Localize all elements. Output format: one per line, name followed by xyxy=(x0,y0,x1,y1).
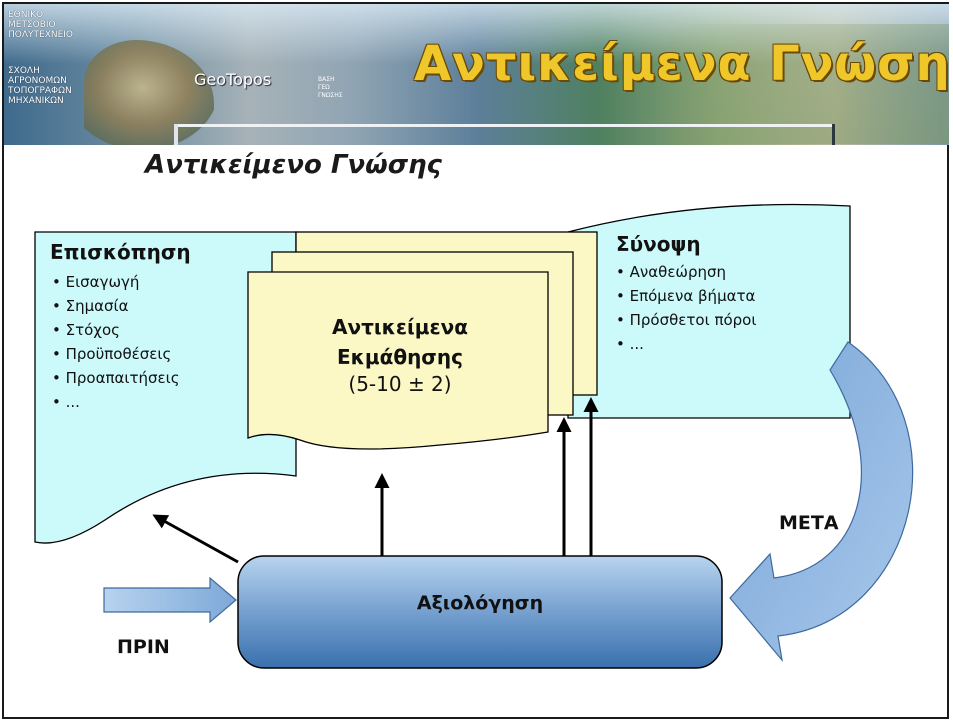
header-banner: ΕΘΝΙΚΟ ΜΕΤΣΟΒΙΟ ΠΟΛΥΤΕΧΝΕΙΟ ΣΧΟΛΗ ΑΓΡΟΝΟ… xyxy=(4,4,949,145)
overview-item: • Προϋποθέσεις xyxy=(52,345,172,363)
summary-item: • Αναθεώρηση xyxy=(616,263,727,281)
school-name: ΣΧΟΛΗ ΑΓΡΟΝΟΜΩΝ ΤΟΠΟΓΡΑΦΩΝ ΜΗΧΑΝΙΚΩΝ xyxy=(8,66,72,106)
knowledge-base-line: ΓΕΩ xyxy=(318,84,330,91)
banner-title: Αντικείμενα Γνώσης xyxy=(414,36,949,92)
university-line: ΠΟΛΥΤΕΧΝΕΙΟ xyxy=(8,30,74,40)
banner-divider-right xyxy=(832,124,835,145)
knowledge-base-line: ΒΑΣΗ xyxy=(318,76,335,83)
geotopos-logo-text: GeoTopos xyxy=(194,70,272,89)
overview-item: • ... xyxy=(52,393,80,411)
university-line: ΜΕΤΣΟΒΙΟ xyxy=(8,20,56,30)
university-line: ΕΘΝΙΚΟ xyxy=(8,10,44,20)
summary-document-shape xyxy=(567,203,851,419)
summary-item: • Επόμενα βήματα xyxy=(616,287,756,305)
overview-item: • Εισαγωγή xyxy=(52,273,140,291)
arrow-to-overview xyxy=(152,514,239,564)
before-arrow xyxy=(103,576,237,624)
summary-item: • Πρόσθετοι πόροι xyxy=(616,311,757,329)
learning-objects-line1: Αντικείμενα xyxy=(331,315,468,339)
overview-item: • Στόχος xyxy=(52,321,120,339)
knowledge-base-label: ΒΑΣΗ ΓΕΩ ΓΝΩΣΗΣ xyxy=(318,76,343,100)
summary-header: Σύνοψη xyxy=(616,232,701,256)
overview-item: • Σημασία xyxy=(52,297,129,315)
after-label: ΜΕΤΑ xyxy=(779,512,839,534)
overview-item: • Προαπαιτήσεις xyxy=(52,369,180,387)
school-line: ΜΗΧΑΝΙΚΩΝ xyxy=(8,96,64,106)
banner-divider-left xyxy=(174,124,178,145)
summary-item-list: • Αναθεώρηση • Επόμενα βήματα • Πρόσθετο… xyxy=(616,260,756,356)
learning-objects-label: Αντικείμενα Εκμάθησης (5-10 ± 2) xyxy=(300,312,500,396)
overview-header: Επισκόπηση xyxy=(50,240,191,264)
assessment-label: Αξιολόγηση xyxy=(416,592,544,614)
school-line: ΑΓΡΟΝΟΜΩΝ xyxy=(8,76,67,86)
overview-document-shape xyxy=(34,231,297,544)
university-name: ΕΘΝΙΚΟ ΜΕΤΣΟΒΙΟ ΠΟΛΥΤΕΧΝΕΙΟ xyxy=(8,10,73,40)
assessment-box xyxy=(237,555,723,669)
summary-item: • ... xyxy=(616,335,644,353)
slide-title: Αντικείμενο Γνώσης xyxy=(145,150,442,180)
banner-divider xyxy=(174,124,834,127)
after-curved-arrow xyxy=(729,341,914,663)
learning-page-front xyxy=(247,271,549,450)
learning-objects-line2: Εκμάθησης xyxy=(337,345,463,369)
school-line: ΣΧΟΛΗ xyxy=(8,66,40,76)
knowledge-base-line: ΓΝΩΣΗΣ xyxy=(318,92,343,99)
learning-objects-count: (5-10 ± 2) xyxy=(348,372,452,396)
school-line: ΤΟΠΟΓΡΑΦΩΝ xyxy=(8,86,72,96)
before-label: ΠΡΙΝ xyxy=(117,636,170,658)
overview-item-list: • Εισαγωγή • Σημασία • Στόχος • Προϋποθέ… xyxy=(52,270,180,414)
